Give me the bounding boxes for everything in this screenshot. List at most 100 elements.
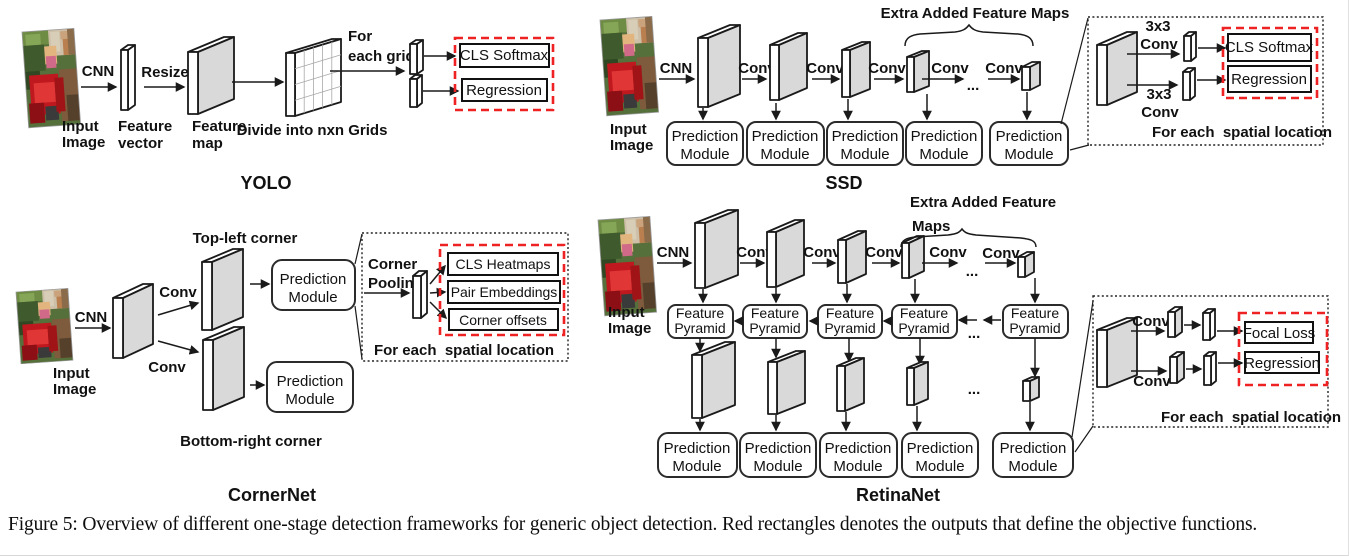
- prediction-module-box: [266, 361, 354, 413]
- conv-feature-slab: [901, 235, 925, 279]
- conv-feature-slab: [841, 41, 871, 98]
- edge: [849, 41, 871, 98]
- edge: [845, 230, 867, 284]
- feature-pyramid-label: Pyramid: [749, 320, 800, 336]
- top-left-feature-slab: [201, 248, 244, 331]
- edge: [409, 43, 418, 75]
- ssd-outputs-red-box: [1221, 26, 1319, 100]
- prediction-module-box: [271, 259, 356, 311]
- cls-feature-bar: [409, 39, 424, 75]
- cls-heatmaps-label: CLS Heatmaps: [456, 256, 551, 272]
- feature-bar: [1202, 308, 1216, 341]
- prediction-module-label: Module: [680, 146, 729, 163]
- prediction-module-label: Prediction: [664, 440, 731, 457]
- prediction-module-label: Prediction: [752, 128, 819, 145]
- edge: [187, 51, 199, 115]
- prediction-module-box: [901, 432, 979, 478]
- conv-label: Conv: [803, 244, 841, 261]
- edge: [120, 49, 129, 111]
- for-each-grid-label: For: [348, 28, 372, 45]
- input-image-photo: [21, 27, 81, 129]
- cls-softmax-label: CLS Softmax: [1225, 39, 1314, 56]
- to-offsets-arrow: [429, 301, 448, 320]
- corner-offsets-label: Corner offsets: [459, 312, 547, 328]
- regression-box: [1227, 65, 1312, 93]
- edge: [1202, 312, 1211, 341]
- head-feature-slab: [836, 357, 865, 412]
- cornernet-title: CornerNet: [228, 485, 316, 505]
- edge: [1024, 251, 1035, 278]
- backbone-feature-slab: [112, 283, 154, 359]
- prediction-module-box: [826, 121, 904, 166]
- resize-label: Resize: [141, 64, 189, 81]
- edge: [1021, 66, 1031, 91]
- conv3x3-label: 3x3: [1145, 18, 1170, 35]
- input-image-label: Image: [608, 320, 651, 337]
- small-feature-slab: [1167, 306, 1183, 338]
- edge: [694, 222, 706, 289]
- conv-label: Conv: [738, 60, 776, 77]
- extra-feature-maps-label: Extra Added Feature: [910, 194, 1056, 211]
- to-heatmaps-arrow: [429, 264, 446, 285]
- edge: [704, 209, 739, 289]
- corner-pooling-label: Pooling: [368, 275, 423, 292]
- edge: [1106, 31, 1138, 106]
- bottom-right-feature-slab: [202, 326, 245, 411]
- edge: [697, 37, 709, 108]
- prediction-module-label: Module: [833, 458, 882, 475]
- cls-softmax-box: [1227, 33, 1312, 62]
- prediction-module-label: Prediction: [907, 440, 974, 457]
- feature-bar: [1203, 351, 1217, 386]
- edge: [1096, 329, 1108, 388]
- pair-embeddings-label: Pair Embeddings: [451, 284, 558, 300]
- edge: [701, 341, 736, 419]
- edge: [1029, 376, 1040, 402]
- cnn-label: CNN: [82, 63, 115, 80]
- feature-pyramid-label: Pyramid: [898, 320, 949, 336]
- edge: [112, 297, 124, 359]
- edge: [769, 44, 780, 101]
- yolo-title: YOLO: [240, 173, 291, 193]
- prediction-module-box: [989, 121, 1069, 166]
- edge: [285, 52, 296, 117]
- callout-line: [354, 233, 363, 265]
- conv-feature-cube: [1017, 251, 1035, 278]
- input-image-photo: [597, 215, 657, 317]
- grid: [294, 85, 342, 101]
- corner-pooling-label: Corner: [368, 256, 417, 273]
- edge: [913, 50, 930, 93]
- edge: [778, 32, 808, 101]
- to-embeddings-arrow: [429, 287, 447, 298]
- ssd-detail-panel: [1087, 16, 1324, 146]
- grid: [294, 54, 342, 70]
- cornernet-outputs-red-box: [438, 243, 566, 337]
- prediction-module-label: Module: [753, 458, 802, 475]
- head-feature-cube: [1022, 376, 1040, 402]
- feature-pyramid-label: Pyramid: [1009, 320, 1060, 336]
- feature-map-label: Feature: [192, 118, 246, 135]
- retinanet-title: RetinaNet: [856, 485, 940, 505]
- edge: [201, 261, 213, 331]
- feature-vector-label: Feature: [118, 118, 172, 135]
- extra-feature-maps-label: Maps: [912, 218, 950, 235]
- prediction-module-label: Prediction: [996, 128, 1063, 145]
- prediction-module-label: Module: [840, 146, 889, 163]
- edge: [1029, 61, 1041, 91]
- input-image-label: Image: [53, 381, 96, 398]
- input-image-label: Image: [62, 134, 105, 151]
- detection-frameworks-diagram: Input Image CNN Feature vector Resize Fe…: [15, 5, 1341, 505]
- conv-feature-slab: [837, 230, 867, 284]
- feature-bar: [1183, 31, 1197, 62]
- feature-pyramid-label: Feature: [900, 305, 948, 321]
- feature-pyramid-label: Pyramid: [674, 320, 725, 336]
- edge: [1167, 311, 1176, 338]
- regression-box: [461, 78, 548, 102]
- feature-slab: [1096, 31, 1138, 106]
- head-feature-slab: [906, 361, 929, 406]
- reg-feature-bar: [409, 74, 423, 108]
- edge: [767, 361, 778, 415]
- edge: [1174, 306, 1183, 338]
- edge: [906, 367, 915, 406]
- yolo-diagram: Input Image CNN Feature vector Resize Fe…: [21, 27, 555, 193]
